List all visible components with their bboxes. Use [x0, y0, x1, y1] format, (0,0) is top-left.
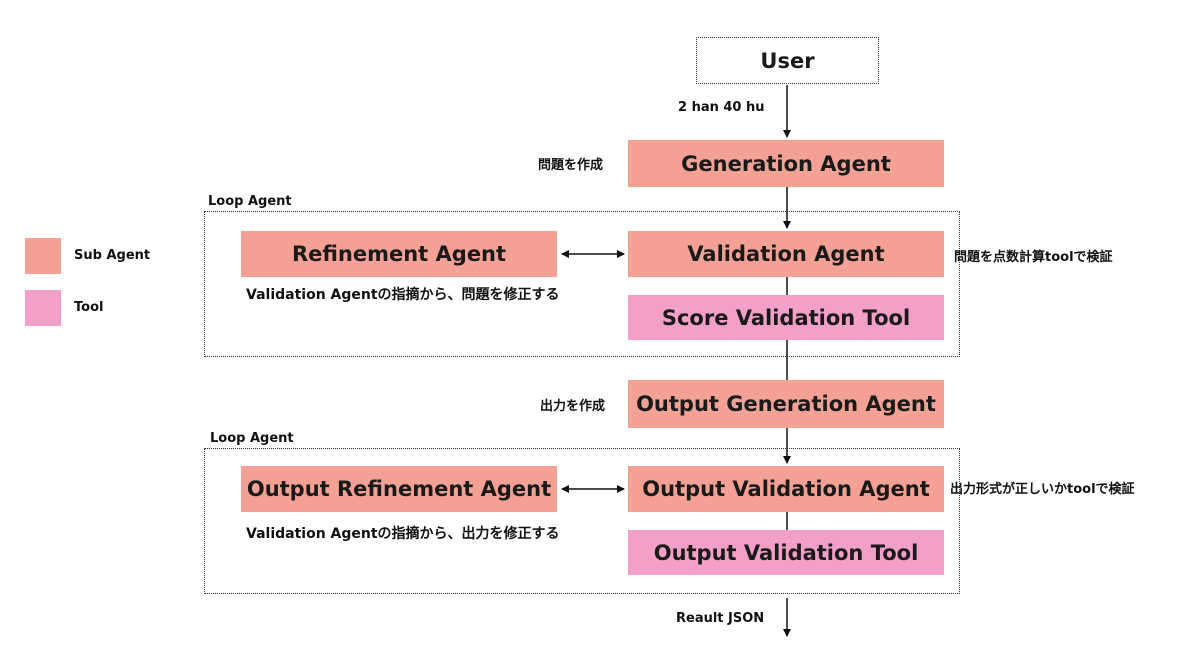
refine-output-annotation: Validation Agentの指摘から、出力を修正する: [246, 526, 560, 542]
loop-agent-2-group: [204, 448, 960, 594]
result-annotation: Reault JSON: [676, 611, 765, 626]
legend-swatch-sub-agent: [25, 238, 61, 274]
user-node[interactable]: User: [696, 37, 879, 84]
generate-problem-annotation: 問題を作成: [538, 158, 604, 173]
loop-agent-1-group: [204, 211, 960, 357]
legend-label-tool: Tool: [74, 300, 104, 315]
create-output-annotation: 出力を作成: [540, 399, 606, 414]
output-validation-agent-node[interactable]: Output Validation Agent: [628, 466, 944, 512]
legend-swatch-tool: [25, 290, 61, 326]
legend-label-sub-agent: Sub Agent: [74, 248, 151, 263]
score-validation-tool-node[interactable]: Score Validation Tool: [628, 295, 944, 340]
validate-format-annotation: 出力形式が正しいかtoolで検証: [950, 482, 1135, 497]
loop-agent-2-label: Loop Agent: [210, 431, 294, 446]
output-generation-agent-node[interactable]: Output Generation Agent: [628, 380, 944, 428]
generation-agent-node[interactable]: Generation Agent: [628, 140, 944, 187]
loop-agent-1-label: Loop Agent: [208, 194, 292, 209]
output-validation-tool-node[interactable]: Output Validation Tool: [628, 530, 944, 575]
validate-score-annotation: 問題を点数計算toolで検証: [954, 250, 1113, 265]
refinement-agent-node[interactable]: Refinement Agent: [241, 231, 557, 277]
user-input-annotation: 2 han 40 hu: [678, 100, 765, 115]
validation-agent-node[interactable]: Validation Agent: [628, 231, 944, 277]
output-refinement-agent-node[interactable]: Output Refinement Agent: [241, 466, 557, 512]
refine-problem-annotation: Validation Agentの指摘から、問題を修正する: [246, 287, 560, 303]
